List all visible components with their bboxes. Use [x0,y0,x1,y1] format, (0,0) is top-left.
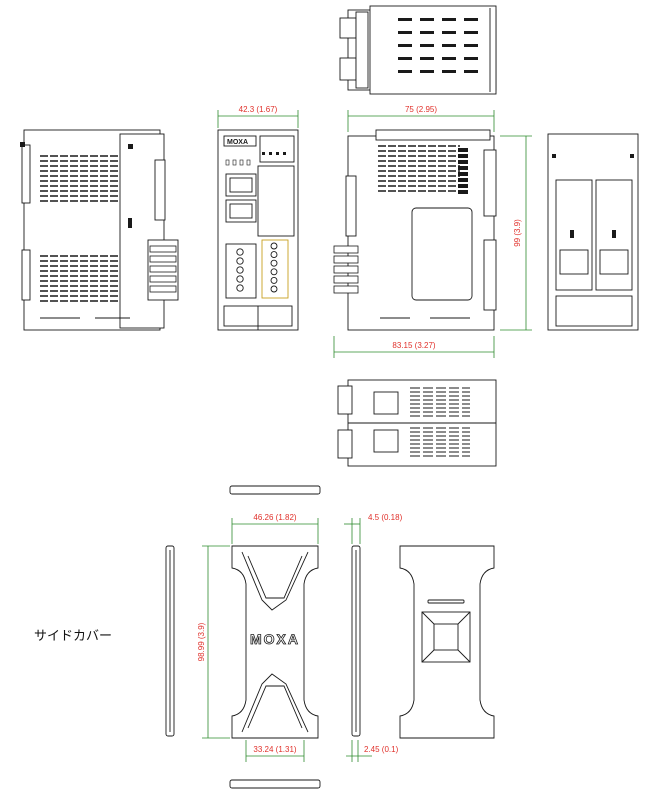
cover-logo: MOXA [250,631,300,647]
cover-edge-top [229,485,321,495]
front-view: MOXA [217,129,299,331]
dim-cover-width: 46.26 (1.82) [253,513,296,522]
dim-cover-inner-width: 33.24 (1.31) [253,745,296,754]
rear-view [547,133,639,331]
cover-side-left [165,545,175,737]
dim-cover-edge: 2.45 (0.1) [364,745,399,754]
dim-cover-height: 98.99 (3.9) [197,622,206,661]
cover-side-right [351,545,361,737]
right-side-view [333,129,497,331]
side-cover-label: サイドカバー [34,629,113,644]
dim-total-depth: 83.15 (3.27) [392,341,435,350]
dimension-lines [202,110,532,762]
side-cover-back [399,545,495,739]
dim-side-depth: 75 (2.95) [405,105,437,114]
dim-cover-thickness: 4.5 (0.18) [368,513,403,522]
cover-edge-bottom [229,779,321,789]
bottom-view [337,379,497,467]
top-view [339,5,497,95]
side-cover-front: MOXA [231,545,319,739]
dim-front-width: 42.3 (1.67) [239,105,278,114]
left-side-view [20,129,179,331]
front-logo: MOXA [227,139,248,146]
dim-height: 99 (3.9) [513,219,522,247]
